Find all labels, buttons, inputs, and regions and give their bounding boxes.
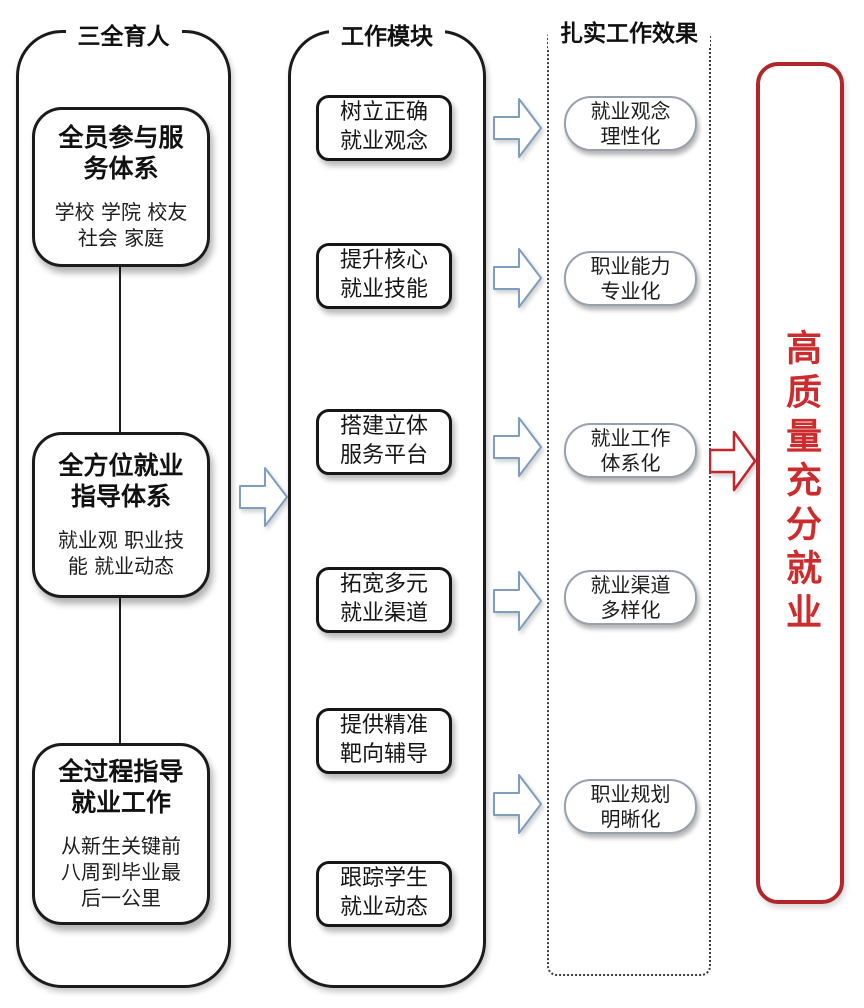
box-title: 全员参与服 务体系	[58, 123, 184, 183]
box-subtitle: 学校 学院 校友 社会 家庭	[54, 200, 188, 250]
arrow-right-icon	[493, 571, 542, 631]
arrow-right-icon	[493, 98, 542, 158]
box-quanyuan-canyu: 全员参与服 务体系 学校 学院 校友 社会 家庭	[32, 107, 210, 267]
box-tuokuan-qudao: 拓宽多元 就业渠道	[316, 567, 452, 633]
box-title: 全方位就业 指导体系	[58, 451, 184, 511]
box-tigong-fudao: 提供精准 靶向辅导	[316, 708, 452, 774]
connector-line	[119, 267, 121, 433]
arrow-right-icon	[493, 248, 542, 308]
arrow-right-icon	[239, 467, 288, 527]
box-title: 全过程指导 就业工作	[58, 757, 184, 817]
box-subtitle: 就业观 职业技 能 就业动态	[57, 528, 185, 578]
box-quanguocheng-zhidao: 全过程指导 就业工作 从新生关键前 八周到毕业最 后一公里	[32, 743, 210, 925]
column-header-sanquan: 三全育人	[65, 17, 182, 51]
pill-guannian-lixinghua: 就业观念 理性化	[564, 96, 697, 151]
result-box: 高质量充分就业	[756, 62, 844, 904]
pill-qudao-duoyanghua: 就业渠道 多样化	[564, 570, 697, 625]
arrow-right-icon	[493, 774, 542, 834]
column-header-xiaoguo: 扎实工作效果	[548, 14, 710, 48]
result-label: 高质量充分就业	[780, 329, 821, 637]
arrow-right-icon	[493, 417, 542, 477]
connector-line	[119, 597, 121, 744]
box-genzong-dongtai: 跟踪学生 就业动态	[316, 861, 452, 927]
pill-nengli-zhuanyehua: 职业能力 专业化	[564, 251, 697, 306]
box-dajian-pingtai: 搭建立体 服务平台	[316, 409, 452, 475]
box-shuli-guannian: 树立正确 就业观念	[316, 95, 452, 161]
column-gongzuo-mokuai: 工作模块	[288, 17, 486, 988]
arrow-right-red-icon	[709, 430, 757, 492]
box-tisheng-jineng: 提升核心 就业技能	[316, 243, 452, 309]
pill-gongzuo-tixihua: 就业工作 体系化	[564, 423, 697, 478]
box-subtitle: 从新生关键前 八周到毕业最 后一公里	[61, 834, 181, 910]
column-header-mokuai: 工作模块	[329, 17, 445, 51]
pill-guihua-mingxihua: 职业规划 明晰化	[564, 779, 697, 834]
box-quanfangwei-jiuye: 全方位就业 指导体系 就业观 职业技 能 就业动态	[32, 432, 210, 598]
